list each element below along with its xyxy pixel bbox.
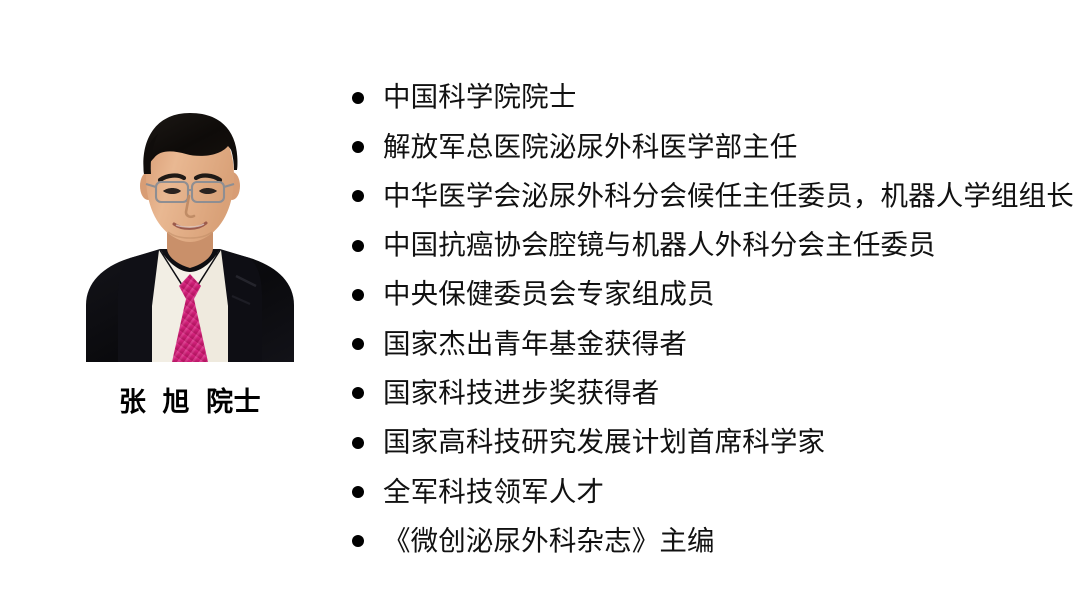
list-item-label: 国家杰出青年基金获得者: [383, 327, 688, 359]
list-item-label: 中央保健委员会专家组成员: [383, 278, 715, 310]
list-item: 解放军总医院泌尿外科医学部主任: [352, 122, 1078, 171]
list-item: 国家高科技研究发展计划首席科学家: [352, 418, 1078, 467]
list-item: 中国抗癌协会腔镜与机器人外科分会主任委员: [352, 221, 1078, 270]
portrait-illustration: [60, 100, 320, 362]
bullet-icon: [352, 288, 364, 301]
bullet-icon: [352, 436, 364, 449]
portrait-photo: [60, 100, 320, 362]
credentials-list: 中国科学院院士 解放军总医院泌尿外科医学部主任 中华医学会泌尿外科分会候任主任委…: [352, 73, 1078, 566]
bullet-icon: [352, 91, 364, 104]
portrait-caption: 张 旭 院士: [118, 387, 262, 417]
list-item-label: 中国抗癌协会腔镜与机器人外科分会主任委员: [383, 229, 936, 261]
list-item: 中国科学院院士: [352, 73, 1078, 122]
list-item-label: 国家高科技研究发展计划首席科学家: [383, 426, 826, 458]
tie-knot: [179, 274, 201, 299]
bullet-icon: [352, 190, 364, 203]
bullet-icon: [352, 486, 364, 499]
tie-blade: [172, 299, 208, 362]
bullet-icon: [352, 535, 364, 548]
list-item: 《微创泌尿外科杂志》主编: [352, 517, 1078, 566]
bullet-icon: [352, 338, 364, 351]
list-item-label: 国家科技进步奖获得者: [383, 376, 660, 408]
list-item: 国家杰出青年基金获得者: [352, 319, 1078, 368]
list-item: 全军科技领军人才: [352, 467, 1078, 516]
list-item: 中华医学会泌尿外科分会候任主任委员，机器人学组组长: [352, 172, 1078, 221]
hair-shape: [143, 113, 238, 174]
list-item-label: 全军科技领军人才: [383, 475, 605, 507]
list-item: 中央保健委员会专家组成员: [352, 270, 1078, 319]
bullet-icon: [352, 387, 364, 400]
list-item-label: 《微创泌尿外科杂志》主编: [383, 524, 715, 556]
list-item: 国家科技进步奖获得者: [352, 369, 1078, 418]
glasses-icon: [145, 180, 235, 204]
bullet-icon: [352, 140, 364, 153]
list-item-label: 中国科学院院士: [383, 81, 577, 113]
list-item-label: 中华医学会泌尿外科分会候任主任委员，机器人学组组长: [383, 179, 1074, 211]
list-item-label: 解放军总医院泌尿外科医学部主任: [383, 130, 798, 162]
portrait-block: 张 旭 院士: [60, 100, 320, 430]
bullet-icon: [352, 239, 364, 252]
